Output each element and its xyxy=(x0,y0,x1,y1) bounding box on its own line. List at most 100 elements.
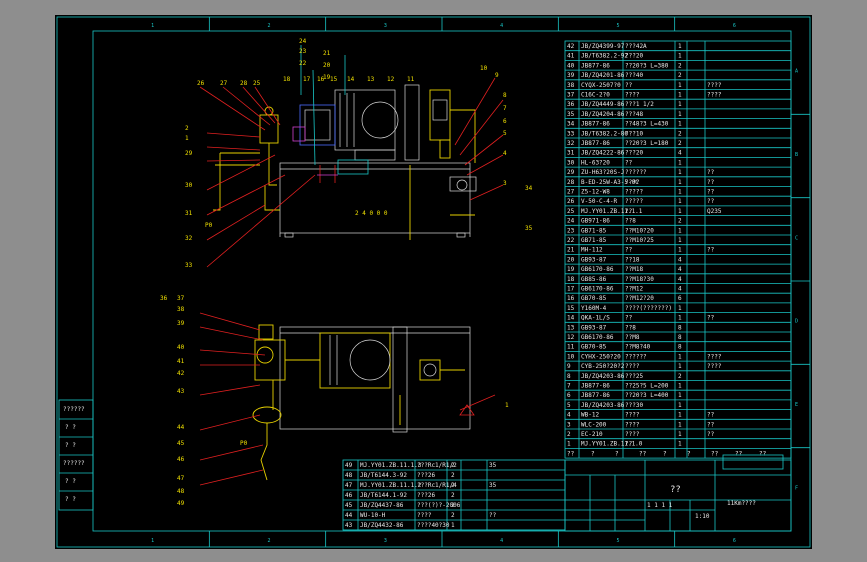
callout-number: 16 xyxy=(317,76,325,83)
dim-label: P0 xyxy=(205,222,213,229)
row-code: GB6170-86 xyxy=(581,286,614,293)
row-note: ???? xyxy=(707,363,722,370)
callout-number: 45 xyxy=(177,440,185,447)
row-number: 28 xyxy=(567,179,575,186)
row-qty: 1 xyxy=(678,53,682,60)
callout-number: 39 xyxy=(177,320,185,327)
callout-number: 23 xyxy=(299,48,307,55)
outer-border xyxy=(56,16,811,548)
row-name: ???10 xyxy=(625,130,643,137)
row-code: MJ.YY01.ZB.11.1.0 xyxy=(581,441,643,448)
left-stamp: ?????? ? ? ? ? ?????? ? ? ? ? xyxy=(58,399,94,511)
row-note: Q235 xyxy=(707,208,722,215)
row-number: 16 xyxy=(567,295,575,302)
stamp-text: ?????? xyxy=(63,406,85,413)
callout-number: 11 xyxy=(407,76,415,83)
row-marker: C xyxy=(795,235,798,241)
row-name: ???? xyxy=(625,363,640,370)
row-number: 35 xyxy=(567,111,575,118)
callout-number: 47 xyxy=(177,475,185,482)
row-number: 23 xyxy=(567,227,575,234)
row-name: ???? xyxy=(625,92,640,99)
row-code: JB/ZQ4399-97 xyxy=(581,43,625,50)
row-name: ???48 xyxy=(625,111,643,118)
row-qty: 1 xyxy=(678,315,682,322)
row-number: 31 xyxy=(567,150,575,157)
callout-number: 10 xyxy=(480,65,488,72)
row-code: WLC-200 xyxy=(581,421,607,428)
row-code: JB/T6382.2-86 xyxy=(581,130,628,137)
table-header: ?????????????? xyxy=(567,450,767,457)
callout-number: 36 xyxy=(160,295,168,302)
row-name: ????(???????) xyxy=(625,305,672,312)
row-number: 22 xyxy=(567,237,575,244)
column-marker: 6 xyxy=(733,538,736,544)
row-code: B-ED-25W-A3-5-0C xyxy=(581,179,639,186)
row-qty: 2 xyxy=(451,502,455,509)
callout-number: 12 xyxy=(387,76,395,83)
callout-number: 32 xyxy=(185,235,193,242)
row-qty: 1 xyxy=(678,353,682,360)
row-name: ???20 xyxy=(625,53,643,60)
row-qty: 1 xyxy=(678,179,682,186)
row-name: ???42A xyxy=(625,43,647,50)
row-code: EC-210 xyxy=(581,431,603,438)
row-name: ??48?3 L=430 xyxy=(625,121,669,128)
product-name: 11Km???? xyxy=(727,500,756,507)
row-name: ?? xyxy=(625,247,633,254)
callout-number: 18 xyxy=(283,76,291,83)
column-marker: 2 xyxy=(268,538,271,544)
row-name: ?????? xyxy=(625,169,647,176)
row-name: ?? xyxy=(625,315,633,322)
header-cell: ? xyxy=(591,450,595,457)
row-number: 2 xyxy=(567,431,571,438)
row-name: ??8 xyxy=(625,218,636,225)
drawing-title: ?? xyxy=(670,485,681,495)
callout-number: 42 xyxy=(177,370,185,377)
row-qty: 1 xyxy=(678,121,682,128)
row-code: HL-63?20 xyxy=(581,159,610,166)
row-number: 21 xyxy=(567,247,575,254)
row-name: ???20 xyxy=(625,150,643,157)
motor xyxy=(334,89,396,151)
row-number: 7 xyxy=(567,383,571,390)
row-code: V-50-C-4-R xyxy=(581,198,618,205)
row-number: 26 xyxy=(567,198,575,205)
row-qty: 2 xyxy=(451,512,455,519)
row-number: 15 xyxy=(567,305,575,312)
row-number: 3 xyxy=(567,421,571,428)
callout-number: 25 xyxy=(253,80,261,87)
row-qty: 2 xyxy=(678,373,682,380)
motor-plan xyxy=(319,332,391,389)
row-name: ???Rc1/R1/2 xyxy=(417,462,457,469)
row-qty: 1 xyxy=(678,363,682,370)
row-qty: 1 xyxy=(678,82,682,89)
row-code: GB85-86 xyxy=(581,276,607,283)
row-name: ????40?30 xyxy=(417,522,450,529)
row-number: 13 xyxy=(567,324,575,331)
row-note: ???? xyxy=(707,82,722,89)
callout-number: 29 xyxy=(185,150,193,157)
row-qty: 1 xyxy=(678,383,682,390)
row-qty: 1 xyxy=(678,92,682,99)
row-code: JB/ZQ4201-86 xyxy=(581,72,625,79)
stamp-text: ? ? xyxy=(65,424,76,431)
header-cell: ?? xyxy=(567,450,575,457)
row-note: ???? xyxy=(707,353,722,360)
row-number: 4 xyxy=(567,412,571,419)
row-name: ???25 xyxy=(625,373,643,380)
row-number: 18 xyxy=(567,276,575,283)
row-code: GB93-87 xyxy=(581,256,607,263)
header-cell: ?? xyxy=(639,450,647,457)
row-code: JB/ZQ4203-86 xyxy=(581,373,625,380)
